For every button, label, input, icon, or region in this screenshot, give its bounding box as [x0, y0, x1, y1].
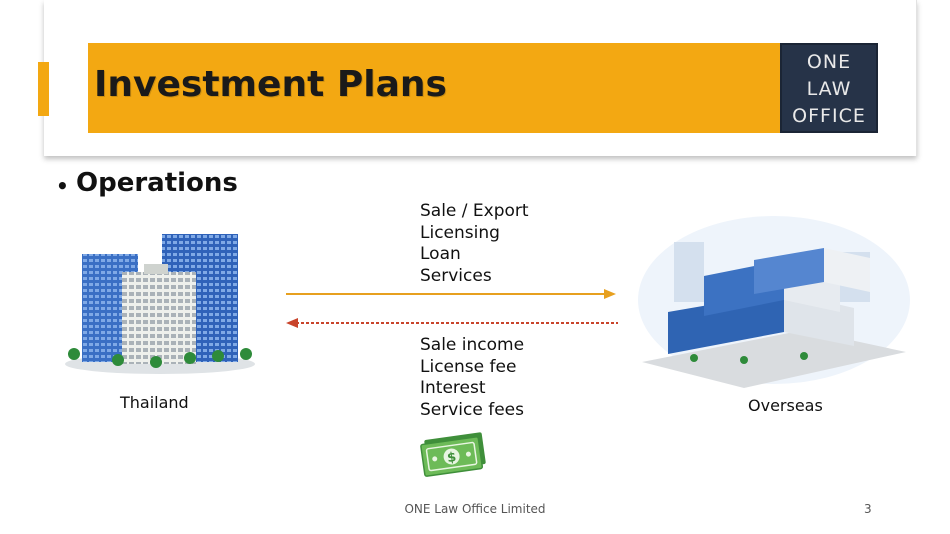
outgoing-item: Services	[420, 265, 492, 286]
incoming-item: License fee	[420, 356, 517, 377]
outgoing-list: Sale / Export Licensing Loan Services	[420, 201, 529, 287]
arrow-right-icon	[286, 289, 616, 299]
logo-line-3: OFFICE	[792, 105, 866, 127]
left-accent-bar	[38, 62, 49, 116]
bullet-operations: Operations	[76, 168, 238, 198]
money-banknote-icon: $	[420, 432, 486, 477]
overseas-label: Overseas	[748, 396, 823, 415]
svg-text:$: $	[446, 450, 457, 466]
city-buildings-icon	[65, 234, 255, 374]
title-bar	[88, 43, 878, 133]
thailand-label: Thailand	[120, 393, 189, 412]
logo-line-1: ONE	[806, 51, 852, 73]
incoming-item: Service fees	[420, 399, 524, 420]
slide-title: Investment Plans	[94, 64, 447, 105]
outgoing-item: Loan	[420, 244, 461, 264]
arrow-left-dotted-icon	[286, 318, 618, 328]
incoming-item: Interest	[420, 378, 486, 398]
page-number: 3	[864, 502, 872, 516]
logo: ONE LAW OFFICE	[780, 43, 878, 133]
bullet-dot: •	[56, 174, 69, 198]
outgoing-item: Licensing	[420, 222, 500, 243]
office-complex-icon	[638, 216, 910, 388]
outgoing-item: Sale / Export	[420, 201, 529, 221]
incoming-list: Sale income License fee Interest Service…	[420, 335, 524, 421]
incoming-item: Sale income	[420, 335, 525, 355]
logo-line-2: LAW	[806, 78, 852, 100]
footer-text: ONE Law Office Limited	[404, 502, 546, 516]
